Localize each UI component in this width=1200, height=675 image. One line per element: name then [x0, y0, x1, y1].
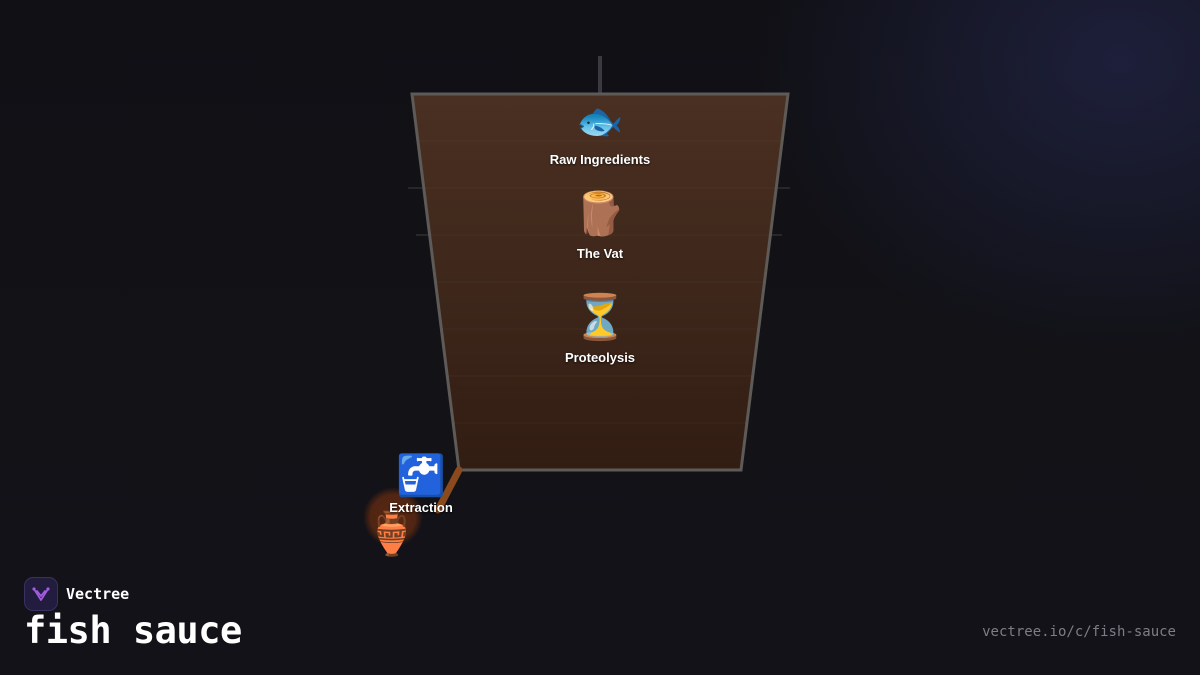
vat-hanger-rod: [598, 56, 602, 94]
node-label-extraction: Extraction: [389, 500, 453, 515]
vectree-logo-icon: [24, 577, 58, 611]
amphora-icon: 🏺: [365, 510, 419, 557]
vat-spout: [434, 466, 463, 514]
fish-icon: 🐟: [576, 101, 624, 143]
node-label-raw-ingredients: Raw Ingredients: [549, 152, 651, 167]
jar-glow: [363, 487, 423, 547]
node-label-proteolysis: Proteolysis: [564, 350, 636, 365]
page-url[interactable]: vectree.io/c/fish-sauce: [982, 624, 1176, 640]
vat-body: [410, 92, 790, 472]
brand: Vectree: [24, 577, 129, 611]
wood-log-icon: 🪵: [573, 190, 627, 237]
brand-name: Vectree: [66, 585, 130, 603]
page-title: fish sauce: [24, 609, 242, 652]
hourglass-icon: ⏳: [572, 293, 628, 342]
vat-side-ticks: [408, 187, 790, 236]
vectree-logo-mark: [32, 587, 50, 601]
potable-water-tap-icon: 🚰: [396, 454, 446, 498]
node-label-the-vat: The Vat: [576, 246, 624, 261]
